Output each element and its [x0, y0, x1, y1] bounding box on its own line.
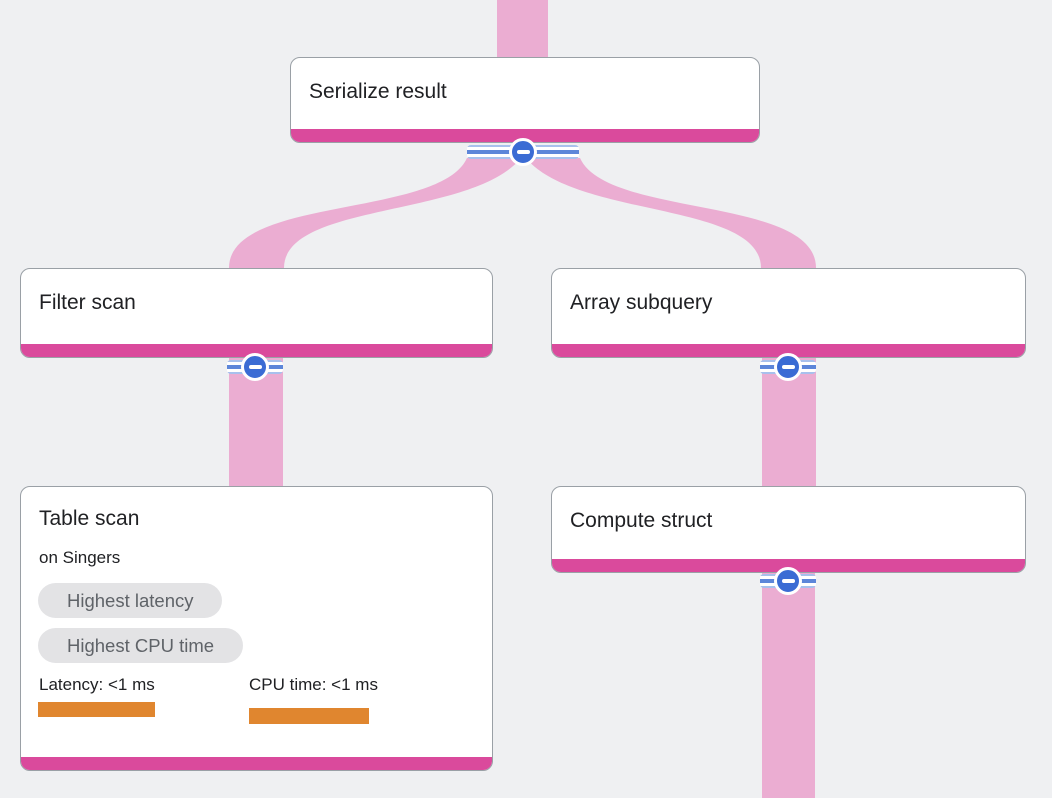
collapse-button-compute[interactable] — [774, 567, 802, 595]
node-array-subquery[interactable]: Array subquery — [551, 268, 1026, 358]
latency-metric-bar — [38, 702, 155, 717]
node-accent-bar — [552, 559, 1025, 572]
minus-icon — [781, 365, 795, 369]
minus-icon — [781, 579, 795, 583]
edge-serialize-to-array — [526, 158, 816, 268]
node-table-scan[interactable]: Table scan on Singers Highest latency Hi… — [20, 486, 493, 771]
minus-icon — [516, 150, 530, 154]
collapse-button-serialize[interactable] — [509, 138, 537, 166]
node-title: Compute struct — [570, 509, 713, 532]
cpu-time-metric-bar — [249, 708, 369, 724]
badge-highest-cpu-time: Highest CPU time — [38, 628, 244, 663]
latency-metric-label: Latency: <1 ms — [39, 675, 155, 694]
node-subtitle: on Singers — [39, 548, 121, 567]
node-serialize-result[interactable]: Serialize result — [290, 57, 760, 143]
cpu-time-metric-label: CPU time: <1 ms — [249, 675, 378, 694]
node-title: Table scan — [39, 507, 140, 530]
node-title: Serialize result — [309, 80, 447, 103]
node-compute-struct[interactable]: Compute struct — [551, 486, 1026, 573]
node-title: Filter scan — [39, 291, 136, 314]
collapse-button-array[interactable] — [774, 353, 802, 381]
node-accent-bar — [291, 129, 759, 142]
collapse-button-filter[interactable] — [241, 353, 269, 381]
node-accent-bar — [21, 757, 492, 770]
badge-highest-latency: Highest latency — [38, 583, 223, 618]
node-accent-bar — [552, 344, 1025, 357]
minus-icon — [248, 365, 262, 369]
node-title: Array subquery — [570, 291, 713, 314]
edge-compute-to-child — [762, 571, 815, 798]
node-filter-scan[interactable]: Filter scan — [20, 268, 493, 358]
edge-parent-to-serialize — [497, 0, 548, 58]
edge-serialize-to-filter — [229, 158, 521, 268]
node-accent-bar — [21, 344, 492, 357]
